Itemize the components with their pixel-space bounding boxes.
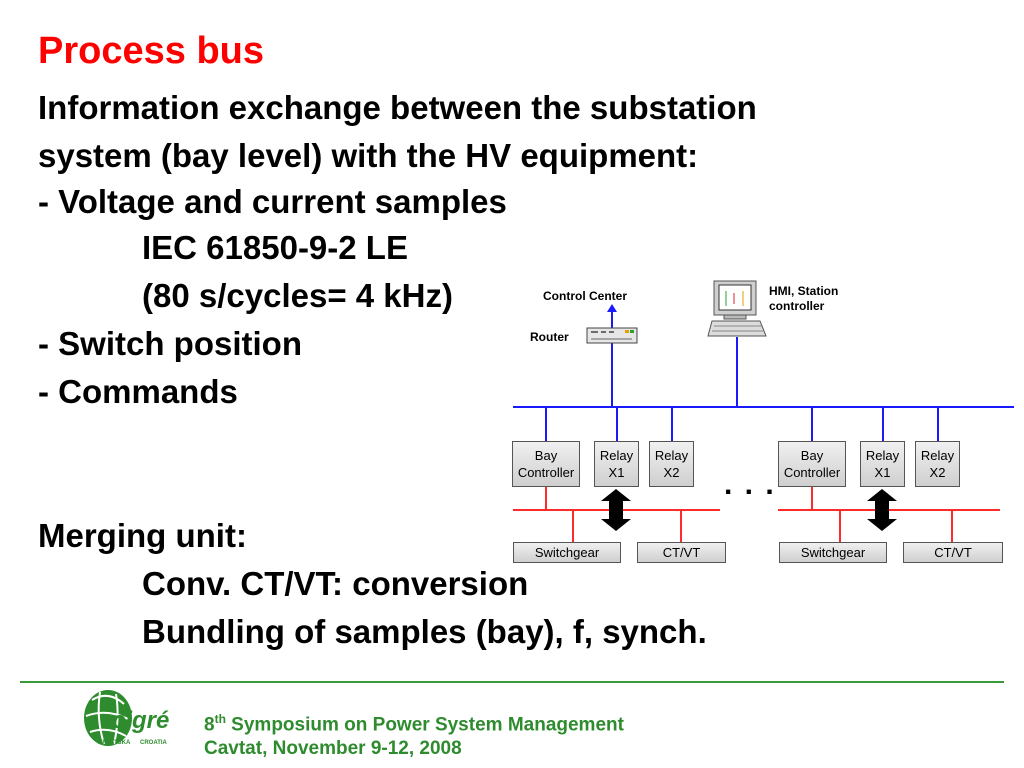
footer-divider (20, 681, 1004, 683)
more-bays-ellipsis: . . . (724, 468, 776, 501)
relay-x2-box: Relay X2 (649, 441, 694, 487)
footer-ordinal: 8 (204, 714, 215, 736)
bay-controller-box: Bay Controller (778, 441, 846, 487)
text-line-2: system (bay level) with the HV equipment… (38, 137, 699, 174)
text-line-3: - Voltage and current samples (38, 183, 507, 220)
ctvt-box: CT/VT (637, 542, 726, 563)
footer-symposium-title: Symposium on Power System Management (225, 714, 624, 736)
hmi-label-line1: HMI, Station (769, 284, 839, 298)
control-center-arrow-icon (607, 304, 617, 312)
text-line-7: - Commands (38, 373, 238, 410)
text-line-4: IEC 61850-9-2 LE (142, 229, 408, 266)
relay-label: Relay (920, 448, 955, 463)
merging-line-1: Conv. CT/VT: conversion (142, 565, 529, 602)
bay-controller-label: Bay (800, 448, 824, 463)
double-arrow-left-icon (601, 489, 631, 531)
hmi-label-line2: controller (769, 299, 825, 313)
control-center-label: Control Center (543, 289, 627, 303)
relay-label: X1 (608, 465, 625, 480)
bay-controller-box: Bay Controller (512, 441, 580, 487)
relay-label: Relay (865, 448, 900, 463)
relay-x2-box: Relay X2 (915, 441, 960, 487)
footer-ordinal-suffix: th (214, 712, 226, 726)
text-line-5: (80 s/cycles= 4 kHz) (142, 277, 453, 314)
merging-title: Merging unit: (38, 517, 247, 554)
relay-label: Relay (654, 448, 689, 463)
router-icon (586, 327, 638, 344)
bay-controller-label: Controller (783, 465, 841, 480)
relay-x1-box: Relay X1 (860, 441, 905, 487)
ctvt-box: CT/VT (903, 542, 1003, 563)
relay-label: X2 (663, 465, 680, 480)
text-line-6: - Switch position (38, 325, 302, 362)
text-line-1: Information exchange between the substat… (38, 89, 757, 126)
switchgear-box: Switchgear (779, 542, 887, 563)
switchgear-box: Switchgear (513, 542, 621, 563)
double-arrow-right-icon (867, 489, 897, 531)
merging-line-2: Bundling of samples (bay), f, synch. (142, 613, 707, 650)
relay-label: Relay (599, 448, 634, 463)
router-label: Router (530, 330, 569, 344)
relay-label: X1 (874, 465, 891, 480)
relay-label: X2 (929, 465, 946, 480)
bay-controller-label: Controller (517, 465, 575, 480)
bay-controller-label: Bay (534, 448, 558, 463)
relay-x1-box: Relay X1 (594, 441, 639, 487)
slide-title: Process bus (38, 30, 264, 72)
footer-symposium: 8th Symposium on Power System Management (204, 712, 624, 736)
footer-location-date: Cavtat, November 9-12, 2008 (204, 738, 462, 759)
computer-icon (707, 280, 767, 337)
